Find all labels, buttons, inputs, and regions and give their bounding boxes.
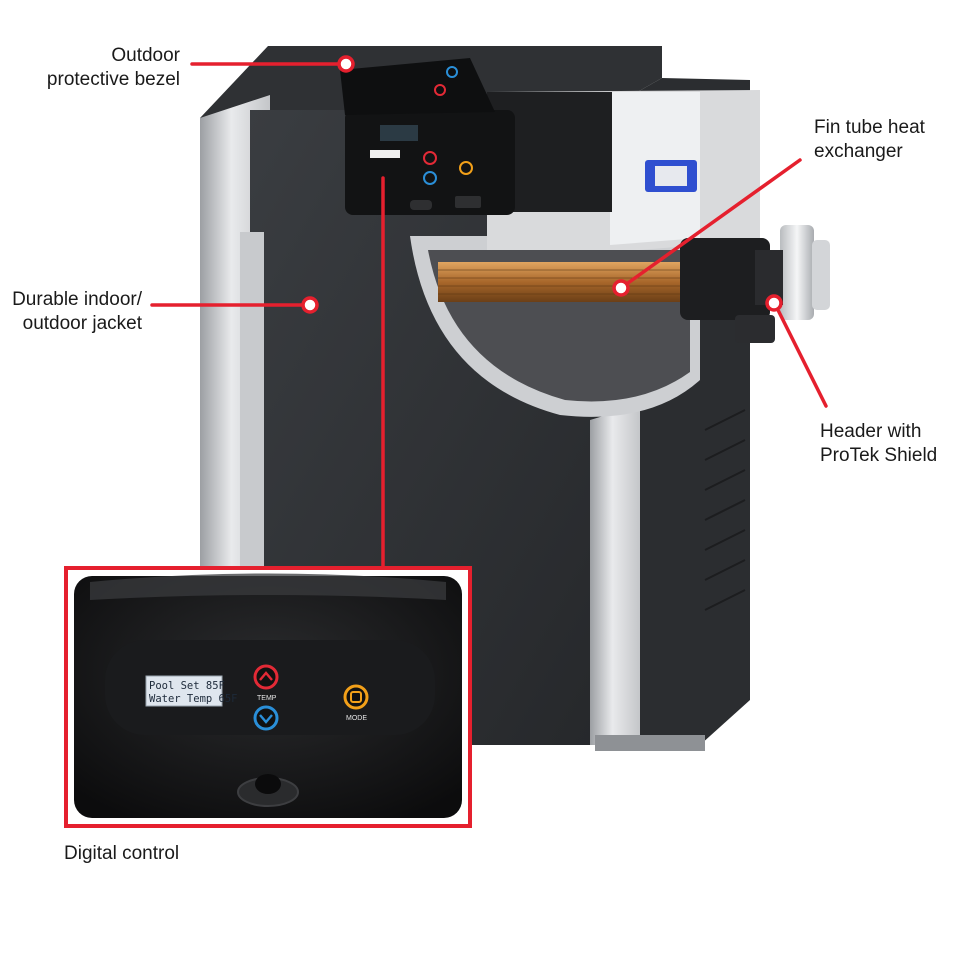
digital-control-inset: Pool Set 85F Water Temp 65F TEMP MODE (64, 566, 472, 828)
header-callout-line (776, 308, 828, 408)
bezel-label: Outdoor protective bezel (46, 45, 180, 90)
inset-bezel-lip (90, 573, 446, 600)
temp-down-button[interactable] (253, 705, 279, 731)
right-silver-column (590, 405, 640, 745)
lcd-screen (145, 675, 223, 707)
control-housing (345, 110, 515, 215)
callouts (150, 55, 828, 570)
control-screen-small (380, 125, 418, 141)
jacket-frame (240, 232, 264, 572)
chevron-up-icon (259, 671, 273, 681)
exchanger-callout-dot (612, 279, 630, 297)
mode-label: MODE (346, 715, 367, 722)
base-plate (595, 735, 705, 751)
side-louvers (704, 409, 746, 611)
mini-up-button (423, 151, 437, 165)
mode-ring (343, 684, 369, 710)
mode-square-icon (350, 691, 362, 703)
exchanger-label: Fin tube heat exchanger (814, 117, 925, 162)
mini-down-button (423, 171, 437, 185)
valve-block-highlight (655, 166, 687, 186)
temp-up-ring (253, 664, 279, 690)
switch-mini (455, 196, 481, 208)
mode-button[interactable] (343, 684, 369, 710)
latch-knob (255, 774, 281, 794)
lcd-line-2: Water Temp 65F (149, 693, 238, 705)
header-label: Header with ProTek Shield (820, 421, 938, 466)
mini-label (370, 150, 400, 158)
jacket-callout-dot (301, 296, 319, 314)
bezel-callout-dot (337, 55, 355, 73)
header-callout-dot (765, 294, 783, 312)
inlet-fitting (780, 225, 814, 320)
temp-label: TEMP (257, 695, 277, 702)
bezel-icon-red (434, 84, 446, 96)
top-control-housing (340, 58, 515, 215)
chevron-down-icon (259, 714, 273, 724)
inlet-collar (812, 240, 830, 310)
temp-down-ring (253, 705, 279, 731)
header-body (680, 238, 770, 320)
exchanger-callout-line (626, 158, 802, 285)
latch-mini (410, 200, 432, 210)
jacket-label: Durable indoor/ outdoor jacket (12, 289, 142, 334)
lower-fitting (735, 315, 775, 343)
bezel-icon-blue (446, 66, 458, 78)
temp-up-button[interactable] (253, 664, 279, 690)
lcd-line-1: Pool Set 85F (149, 680, 225, 692)
control-label: Digital control (64, 843, 180, 864)
mini-mode-button (459, 161, 473, 175)
